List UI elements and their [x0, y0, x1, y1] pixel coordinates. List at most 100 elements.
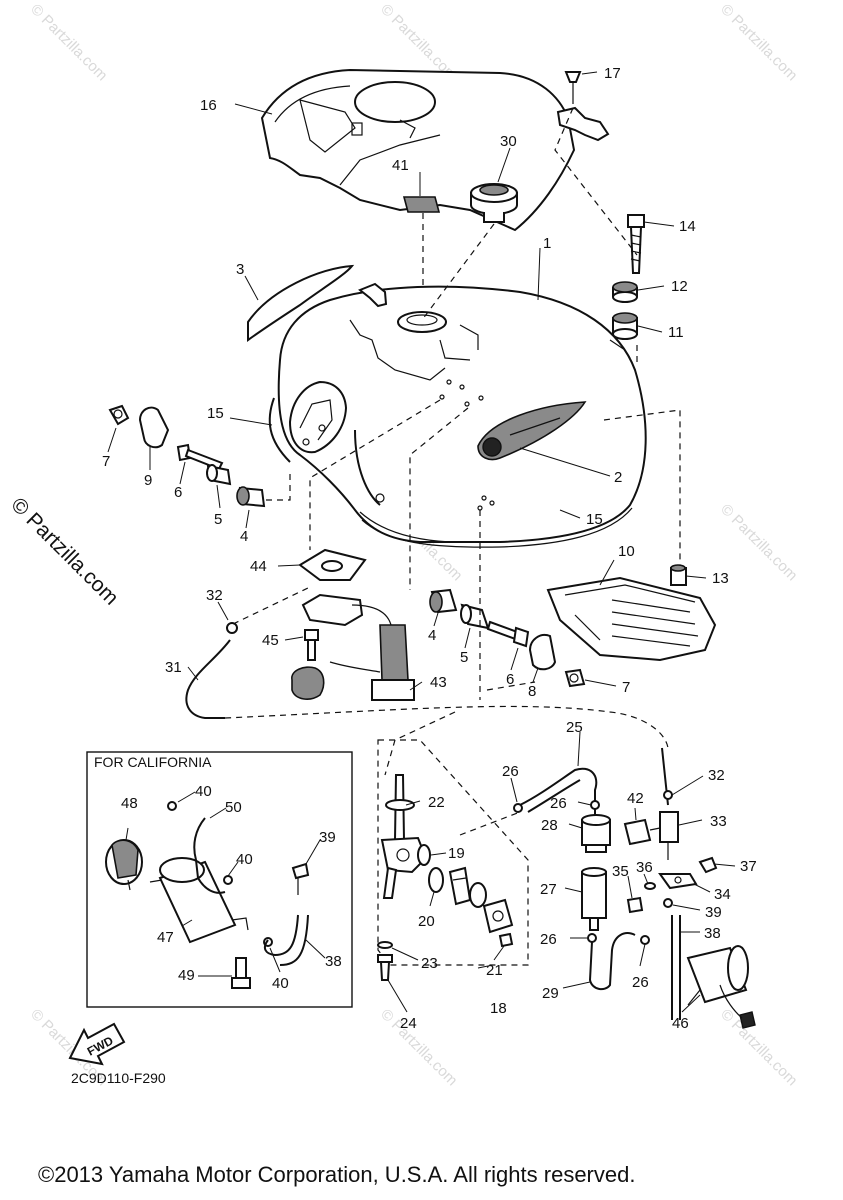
callout-26: 26 — [632, 974, 649, 991]
callout-numbers: 17 16 30 41 1 14 3 12 11 15 2 15 7 9 6 5… — [102, 65, 757, 1032]
callout-40: 40 — [236, 851, 253, 868]
part-36-washer — [644, 882, 656, 890]
callout-26: 26 — [550, 795, 567, 812]
callout-32: 32 — [708, 767, 725, 784]
part-34-bracket — [658, 873, 698, 890]
part-25-hose-outer — [527, 779, 581, 813]
part-32-clip-right — [663, 790, 673, 800]
callout-13: 13 — [712, 570, 729, 587]
copyright-notice: ©2013 Yamaha Motor Corporation, U.S.A. A… — [38, 1162, 635, 1187]
callout-34: 34 — [714, 886, 731, 903]
callout-45: 45 — [262, 632, 279, 649]
part-cover-plate — [482, 898, 514, 934]
callout-32: 32 — [206, 587, 223, 604]
callout-23: 23 — [421, 955, 438, 972]
part-24-screw — [377, 954, 393, 981]
callout-47: 47 — [157, 929, 174, 946]
part-4-grommet-right — [429, 588, 458, 614]
part-45-bolt — [304, 629, 319, 661]
part-17-clip-bracket — [556, 71, 610, 142]
callout-22: 22 — [428, 794, 445, 811]
part-3-pad — [247, 264, 355, 342]
callout-28: 28 — [541, 817, 558, 834]
part-1-fuel-tank — [277, 282, 647, 548]
part-26-clamp — [587, 933, 597, 943]
fwd-arrow-icon: FWD — [68, 1022, 126, 1066]
callout-30: 30 — [500, 133, 517, 150]
callout-31: 31 — [165, 659, 182, 676]
part-39-clip — [663, 898, 673, 908]
part-38-hose-inset — [263, 914, 299, 957]
side-watermark: © Partzilla.com — [6, 493, 122, 609]
callout-1: 1 — [543, 235, 551, 252]
part-32-clip — [226, 622, 238, 634]
part-7-nut-left — [108, 404, 130, 426]
part-43-fuel-sender — [291, 593, 415, 701]
callout-29: 29 — [542, 985, 559, 1002]
part-26-clamp — [513, 803, 523, 813]
part-11-damper — [612, 312, 638, 340]
part-33-joint — [659, 811, 679, 860]
part-40-clamp — [167, 801, 177, 811]
part-42-connector — [623, 818, 661, 846]
callout-14: 14 — [679, 218, 696, 235]
part-19-o-ring — [417, 844, 431, 866]
callout-38: 38 — [325, 953, 342, 970]
callout-40: 40 — [272, 975, 289, 992]
part-5-collar-left — [206, 464, 232, 486]
part-27-fuel-filter — [581, 867, 607, 931]
part-26-clamp — [590, 800, 600, 810]
part-10-side-cover — [546, 576, 717, 662]
part-8-bracket-right — [528, 634, 557, 671]
part-12-damper — [612, 281, 638, 303]
part-44-gasket — [298, 548, 367, 581]
inset-title: FOR CALIFORNIA — [94, 754, 212, 770]
callout-15: 15 — [207, 405, 224, 422]
callout-26: 26 — [502, 763, 519, 780]
part-48-canister-cap — [105, 839, 143, 891]
part-22-strainer-pipe — [385, 774, 415, 841]
watermark: © Partzilla.com — [27, 1, 110, 84]
callout-12: 12 — [671, 278, 688, 295]
part-37-clip — [698, 856, 718, 874]
part-23-washer — [377, 941, 393, 949]
part-29-hose — [588, 932, 636, 991]
callout-leaders — [107, 71, 736, 1013]
part-26-clamp — [640, 935, 650, 945]
watermark: © Partzilla.com — [717, 1006, 800, 1089]
part-5-collar-right — [460, 603, 490, 630]
callout-39: 39 — [319, 829, 336, 846]
part-wave-washer — [469, 882, 487, 908]
callout-21: 21 — [486, 962, 503, 979]
callout-38: 38 — [704, 925, 721, 942]
part-39-clip-inset — [291, 862, 310, 895]
dashed-connectors — [224, 107, 681, 966]
part-25-hose — [519, 767, 598, 815]
callout-44: 44 — [250, 558, 267, 575]
part-15-overflow-hose — [354, 429, 381, 506]
callout-19: 19 — [448, 845, 465, 862]
callout-27: 27 — [540, 881, 557, 898]
callout-49: 49 — [178, 967, 195, 984]
callout-5: 5 — [460, 649, 468, 666]
part-21-screw — [498, 932, 514, 948]
part-30-fuel-cap — [470, 183, 518, 223]
part-fuel-cock-body — [380, 836, 428, 899]
part-13-spacer — [670, 564, 687, 586]
part-40-clamp — [223, 875, 233, 885]
callout-42: 42 — [627, 790, 644, 807]
callout-15: 15 — [586, 511, 603, 528]
callout-33: 33 — [710, 813, 727, 830]
callout-4: 4 — [240, 528, 248, 545]
callout-40: 40 — [195, 783, 212, 800]
part-49-bolt-inset — [231, 957, 251, 989]
part-31-hose — [185, 639, 231, 719]
callout-50: 50 — [225, 799, 242, 816]
callout-41: 41 — [392, 157, 409, 174]
callout-26: 26 — [540, 931, 557, 948]
part-46-fuel-pump — [686, 945, 756, 1029]
watermark: © Partzilla.com — [717, 1, 800, 84]
callout-43: 43 — [430, 674, 447, 691]
part-14-bolt — [627, 214, 645, 274]
